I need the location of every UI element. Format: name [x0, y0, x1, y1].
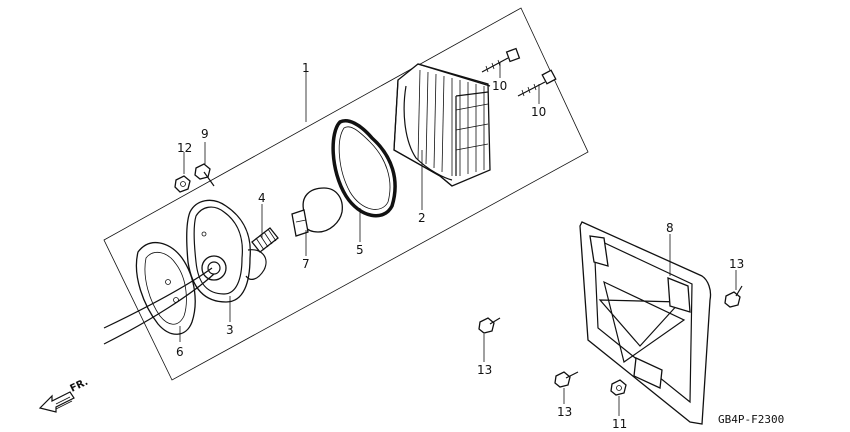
screw-10-upper	[481, 47, 521, 73]
callout-5: 5	[356, 243, 364, 257]
base-part	[103, 241, 215, 345]
screw-10-lower	[517, 69, 557, 97]
bolt-13-center	[478, 317, 501, 334]
callout-9: 9	[201, 127, 209, 141]
callout-2: 2	[418, 211, 426, 225]
screw-9	[194, 163, 215, 187]
bulb-part	[291, 187, 343, 237]
callout-8: 8	[666, 221, 674, 235]
callout-1: 1	[302, 61, 310, 75]
callout-10-upper: 10	[492, 79, 507, 93]
housing-part	[186, 199, 267, 303]
leader-lines	[179, 62, 737, 416]
bolt-13-lower	[554, 371, 579, 388]
license-bracket-part	[579, 221, 712, 425]
lens-part	[393, 63, 491, 187]
direction-label: FR.	[68, 377, 89, 395]
callout-13-lower: 13	[557, 405, 572, 419]
nut-12	[174, 175, 191, 193]
callout-13-right: 13	[729, 257, 744, 271]
callout-4: 4	[258, 191, 266, 205]
nut-11	[610, 379, 627, 396]
bolt-13-right	[724, 285, 743, 308]
diagram-code: GB4P-F2300	[718, 413, 784, 426]
socket-part	[251, 227, 279, 253]
callout-10-lower: 10	[531, 105, 546, 119]
callout-6: 6	[176, 345, 184, 359]
callout-3: 3	[226, 323, 234, 337]
front-direction-arrow	[38, 391, 75, 413]
callout-12: 12	[177, 141, 192, 155]
callout-7: 7	[302, 257, 310, 271]
callout-13-center: 13	[477, 363, 492, 377]
callout-11: 11	[612, 417, 627, 431]
assembly-boundary	[103, 7, 589, 381]
gasket-part	[331, 119, 397, 218]
